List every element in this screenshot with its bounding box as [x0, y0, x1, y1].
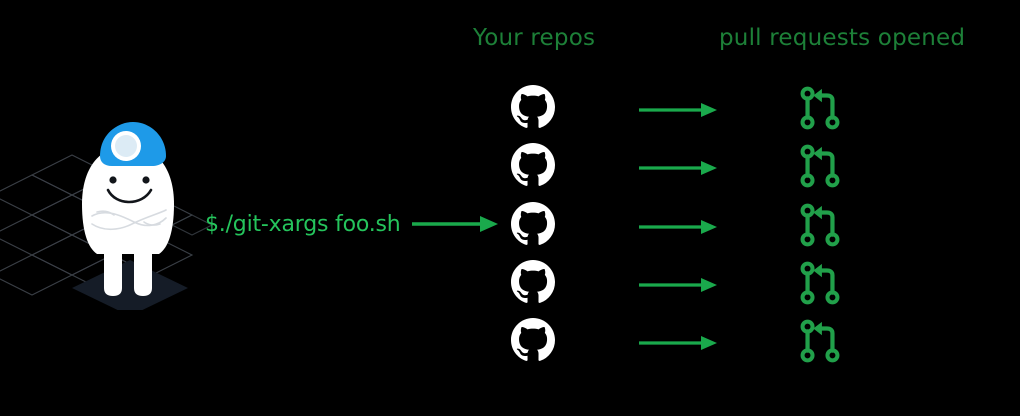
pipeline-row	[0, 260, 1020, 316]
git-pull-request-icon	[797, 202, 843, 248]
git-pull-request-icon	[797, 143, 843, 189]
github-octocat-icon	[511, 85, 555, 129]
github-octocat-icon	[511, 143, 555, 187]
mascot-arms	[91, 209, 167, 231]
isometric-platform-icon	[72, 260, 188, 316]
git-pull-request-icon	[797, 260, 843, 306]
gruntwork-mascot	[0, 120, 230, 316]
github-octocat-icon	[511, 318, 555, 362]
row-arrow-icon	[639, 275, 719, 295]
helmet-lamp-icon	[115, 135, 137, 157]
mascot-smile	[106, 188, 153, 204]
column-header-pull-requests-opened: pull requests opened	[719, 25, 966, 51]
github-octocat-icon	[511, 202, 555, 246]
pipeline-row	[0, 202, 1020, 258]
git-pull-request-icon	[797, 85, 843, 131]
pipeline-row	[0, 143, 1020, 199]
row-arrow-icon	[639, 158, 719, 178]
command-text: $./git-xargs foo.sh	[205, 211, 401, 237]
git-pull-request-icon	[797, 318, 843, 364]
row-arrow-icon	[639, 333, 719, 353]
row-arrow-icon	[639, 217, 719, 237]
mascot-body	[82, 146, 174, 254]
mascot-eye-left	[109, 176, 117, 184]
command-arrow-icon	[412, 213, 500, 235]
command-line: $./git-xargs foo.sh	[205, 207, 401, 241]
pipeline-row	[0, 85, 1020, 141]
column-header-your-repos: Your repos	[473, 25, 596, 51]
row-arrow-icon	[639, 100, 719, 120]
mascot-eye-right	[142, 176, 150, 184]
github-octocat-icon	[511, 260, 555, 304]
pipeline-row	[0, 318, 1020, 374]
